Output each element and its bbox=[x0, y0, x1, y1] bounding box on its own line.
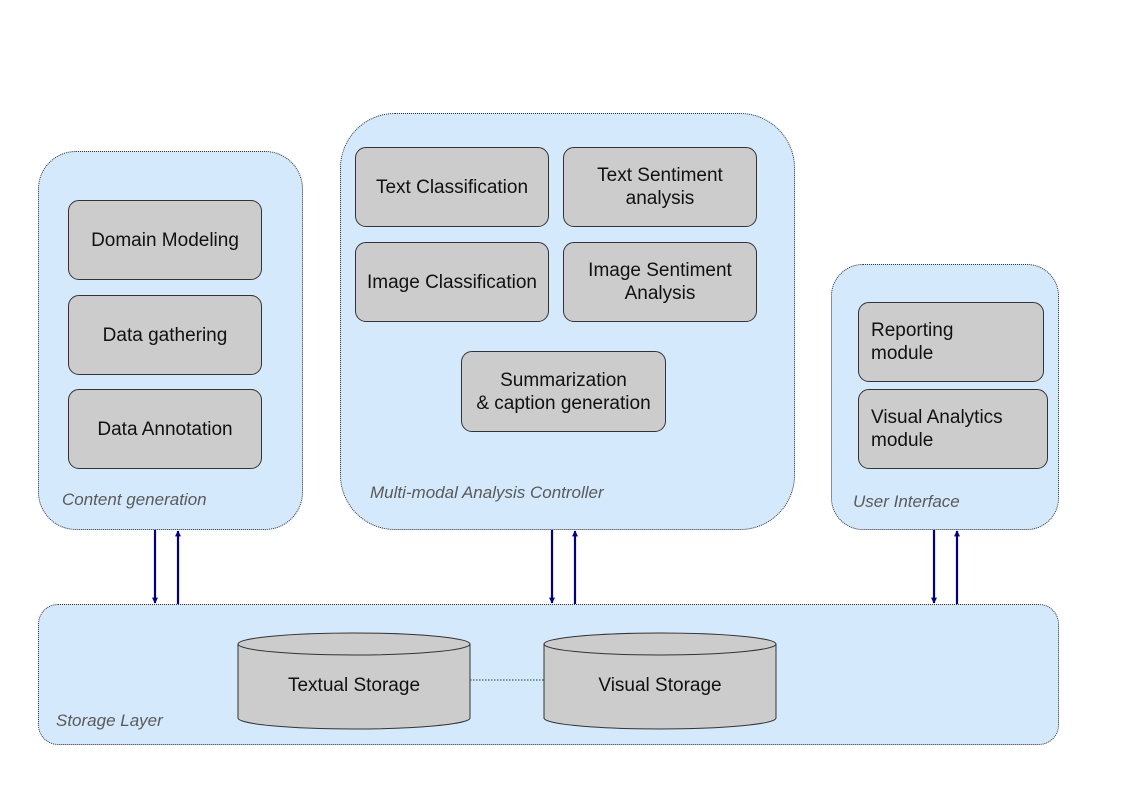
visual-storage-cylinder bbox=[543, 632, 777, 730]
domain-modeling-box: Domain Modeling bbox=[68, 200, 262, 280]
content-generation-label: Content generation bbox=[62, 490, 207, 509]
user-interface-label: User Interface bbox=[853, 492, 960, 511]
reporting-module-box: Reporting module bbox=[858, 302, 1044, 382]
image-sentiment-box: Image Sentiment Analysis bbox=[563, 242, 757, 322]
analysis-controller-label: Multi-modal Analysis Controller bbox=[370, 483, 604, 502]
textual-storage-cylinder bbox=[237, 632, 471, 730]
text-classification-box: Text Classification bbox=[355, 147, 549, 227]
textual-storage-label: Textual Storage bbox=[287, 675, 421, 696]
data-annotation-box: Data Annotation bbox=[68, 389, 262, 469]
visual-analytics-module-box: Visual Analytics module bbox=[858, 389, 1048, 469]
data-gathering-box: Data gathering bbox=[68, 295, 262, 375]
storage-layer-label: Storage Layer bbox=[56, 711, 163, 730]
text-sentiment-box: Text Sentiment analysis bbox=[563, 147, 757, 227]
summarization-box: Summarization & caption generation bbox=[461, 351, 666, 432]
image-classification-box: Image Classification bbox=[355, 242, 549, 322]
visual-storage-label: Visual Storage bbox=[598, 675, 722, 696]
